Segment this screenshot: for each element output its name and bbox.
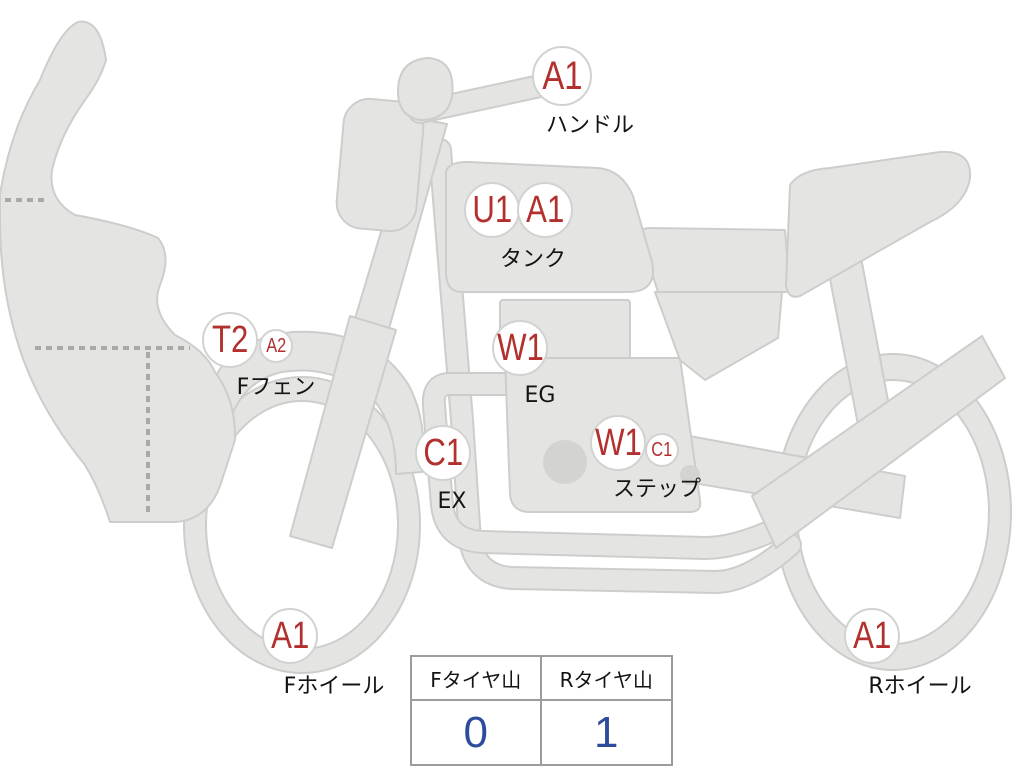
grade-text: W1 bbox=[497, 329, 544, 367]
front-tire-tread-value: 0 bbox=[412, 701, 542, 764]
grade-text: C1 bbox=[652, 440, 673, 460]
grade-text: A1 bbox=[526, 191, 564, 229]
grade-badge: T2 bbox=[202, 312, 258, 368]
grade-text: T2 bbox=[212, 321, 248, 359]
grade-text: C1 bbox=[423, 434, 463, 472]
grade-text: A1 bbox=[853, 617, 891, 655]
grade-badge: A1 bbox=[262, 608, 318, 664]
grade-badge: A1 bbox=[844, 608, 900, 664]
grade-badge: A2 bbox=[259, 329, 293, 363]
grade-badge: A1 bbox=[532, 46, 592, 106]
grade-text: A1 bbox=[542, 56, 582, 96]
part-label-rear-wheel: Rホイール bbox=[868, 675, 971, 699]
tire-tread-table: Fタイヤ山 Rタイヤ山 0 1 bbox=[410, 655, 673, 766]
grade-badge: C1 bbox=[645, 433, 679, 467]
clutch-cover bbox=[543, 440, 587, 484]
grade-text: A1 bbox=[271, 617, 309, 655]
handlebar bbox=[398, 58, 540, 120]
part-label-step: ステップ bbox=[613, 478, 701, 502]
grade-badge: U1 bbox=[464, 182, 520, 238]
front-tire-tread-header: Fタイヤ山 bbox=[412, 657, 542, 701]
part-label-front-fender: Fフェン bbox=[237, 376, 316, 400]
grade-text: W1 bbox=[595, 424, 642, 462]
grade-badge: W1 bbox=[492, 320, 548, 376]
rear-tire-tread-header: Rタイヤ山 bbox=[542, 657, 672, 701]
rear-tire-tread-value: 1 bbox=[542, 701, 672, 764]
grade-text: A2 bbox=[266, 336, 286, 356]
front-fairing bbox=[0, 22, 235, 522]
part-label-exhaust: EX bbox=[438, 490, 467, 514]
part-label-engine: EG bbox=[525, 384, 556, 408]
grade-badge: A1 bbox=[517, 182, 573, 238]
part-label-front-wheel: Fホイール bbox=[284, 675, 385, 699]
part-label-tank: タンク bbox=[500, 248, 566, 272]
seat-front bbox=[640, 228, 790, 292]
seat-rear bbox=[786, 152, 970, 297]
part-label-handlebar: ハンドル bbox=[546, 114, 634, 138]
grade-text: U1 bbox=[472, 191, 512, 229]
grade-badge: C1 bbox=[415, 425, 471, 481]
grade-badge: W1 bbox=[590, 415, 646, 471]
